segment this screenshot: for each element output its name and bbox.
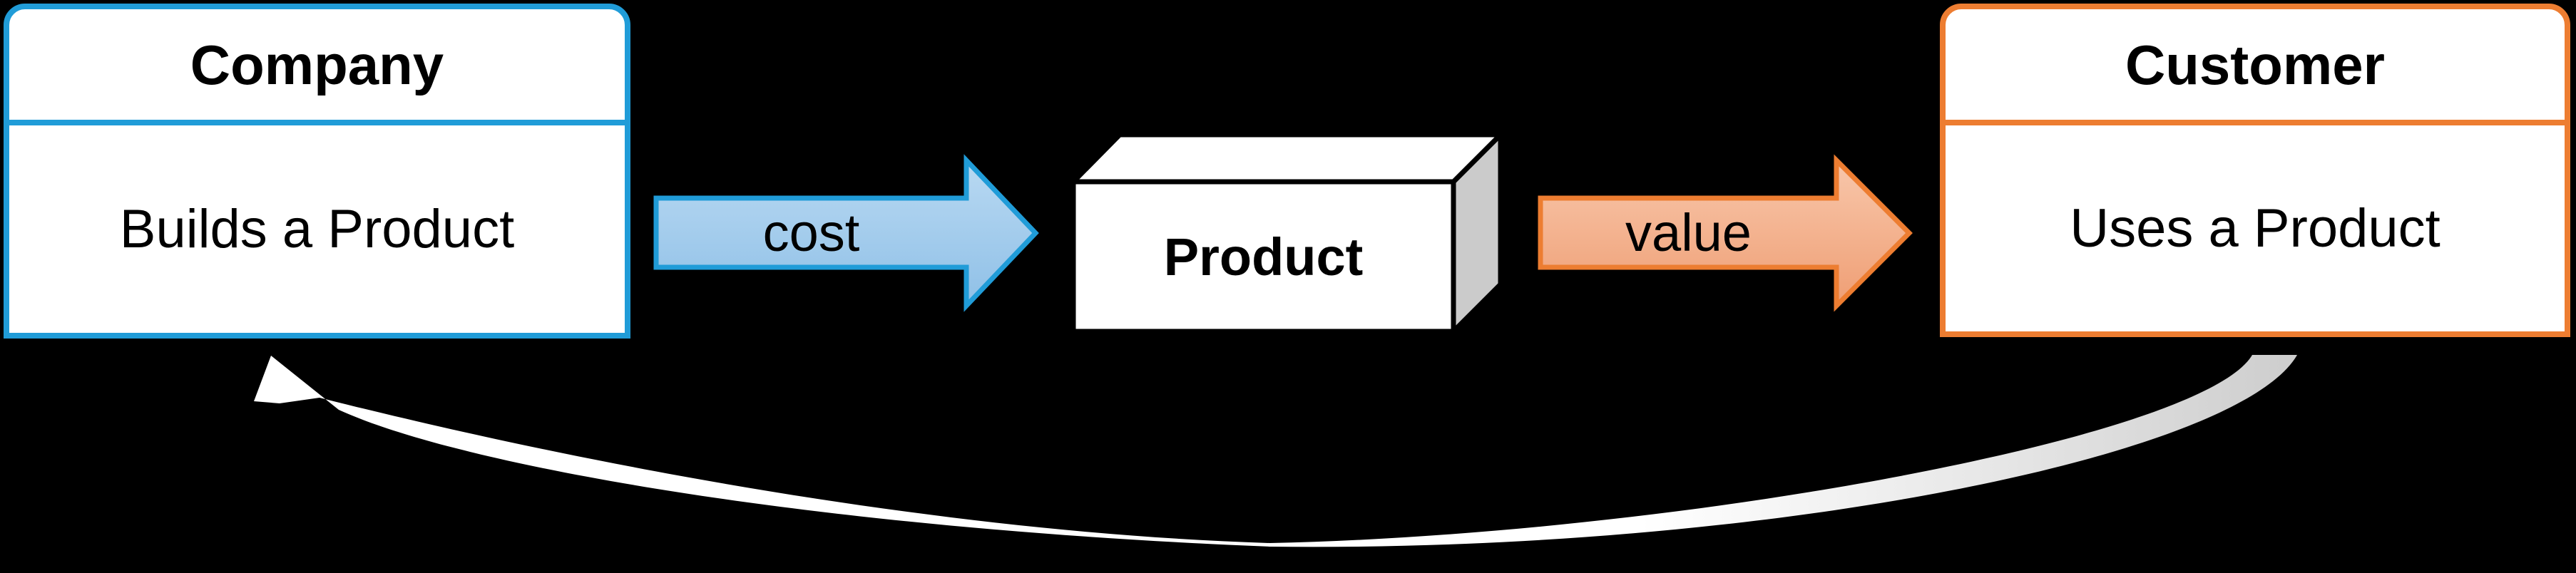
cost-arrow-shape — [653, 154, 1039, 312]
customer-description: Uses a Product — [2070, 197, 2440, 259]
feedback-curved-arrow — [254, 355, 2297, 547]
value-arrow-shape — [1538, 154, 1913, 312]
company-title: Company — [9, 9, 625, 125]
cost-arrow-label: cost — [762, 202, 860, 262]
product-cube-top-face — [1070, 132, 1503, 185]
product-cube-shape — [1070, 132, 1503, 334]
customer-title: Customer — [1946, 9, 2565, 125]
value-arrow-label: value — [1625, 202, 1752, 262]
product-label: Product — [1163, 227, 1364, 286]
customer-node: Customer Uses a Product — [1940, 4, 2570, 337]
company-description: Builds a Product — [119, 198, 515, 259]
product-cube-front-face — [1070, 179, 1456, 334]
company-node: Company Builds a Product — [4, 4, 630, 339]
